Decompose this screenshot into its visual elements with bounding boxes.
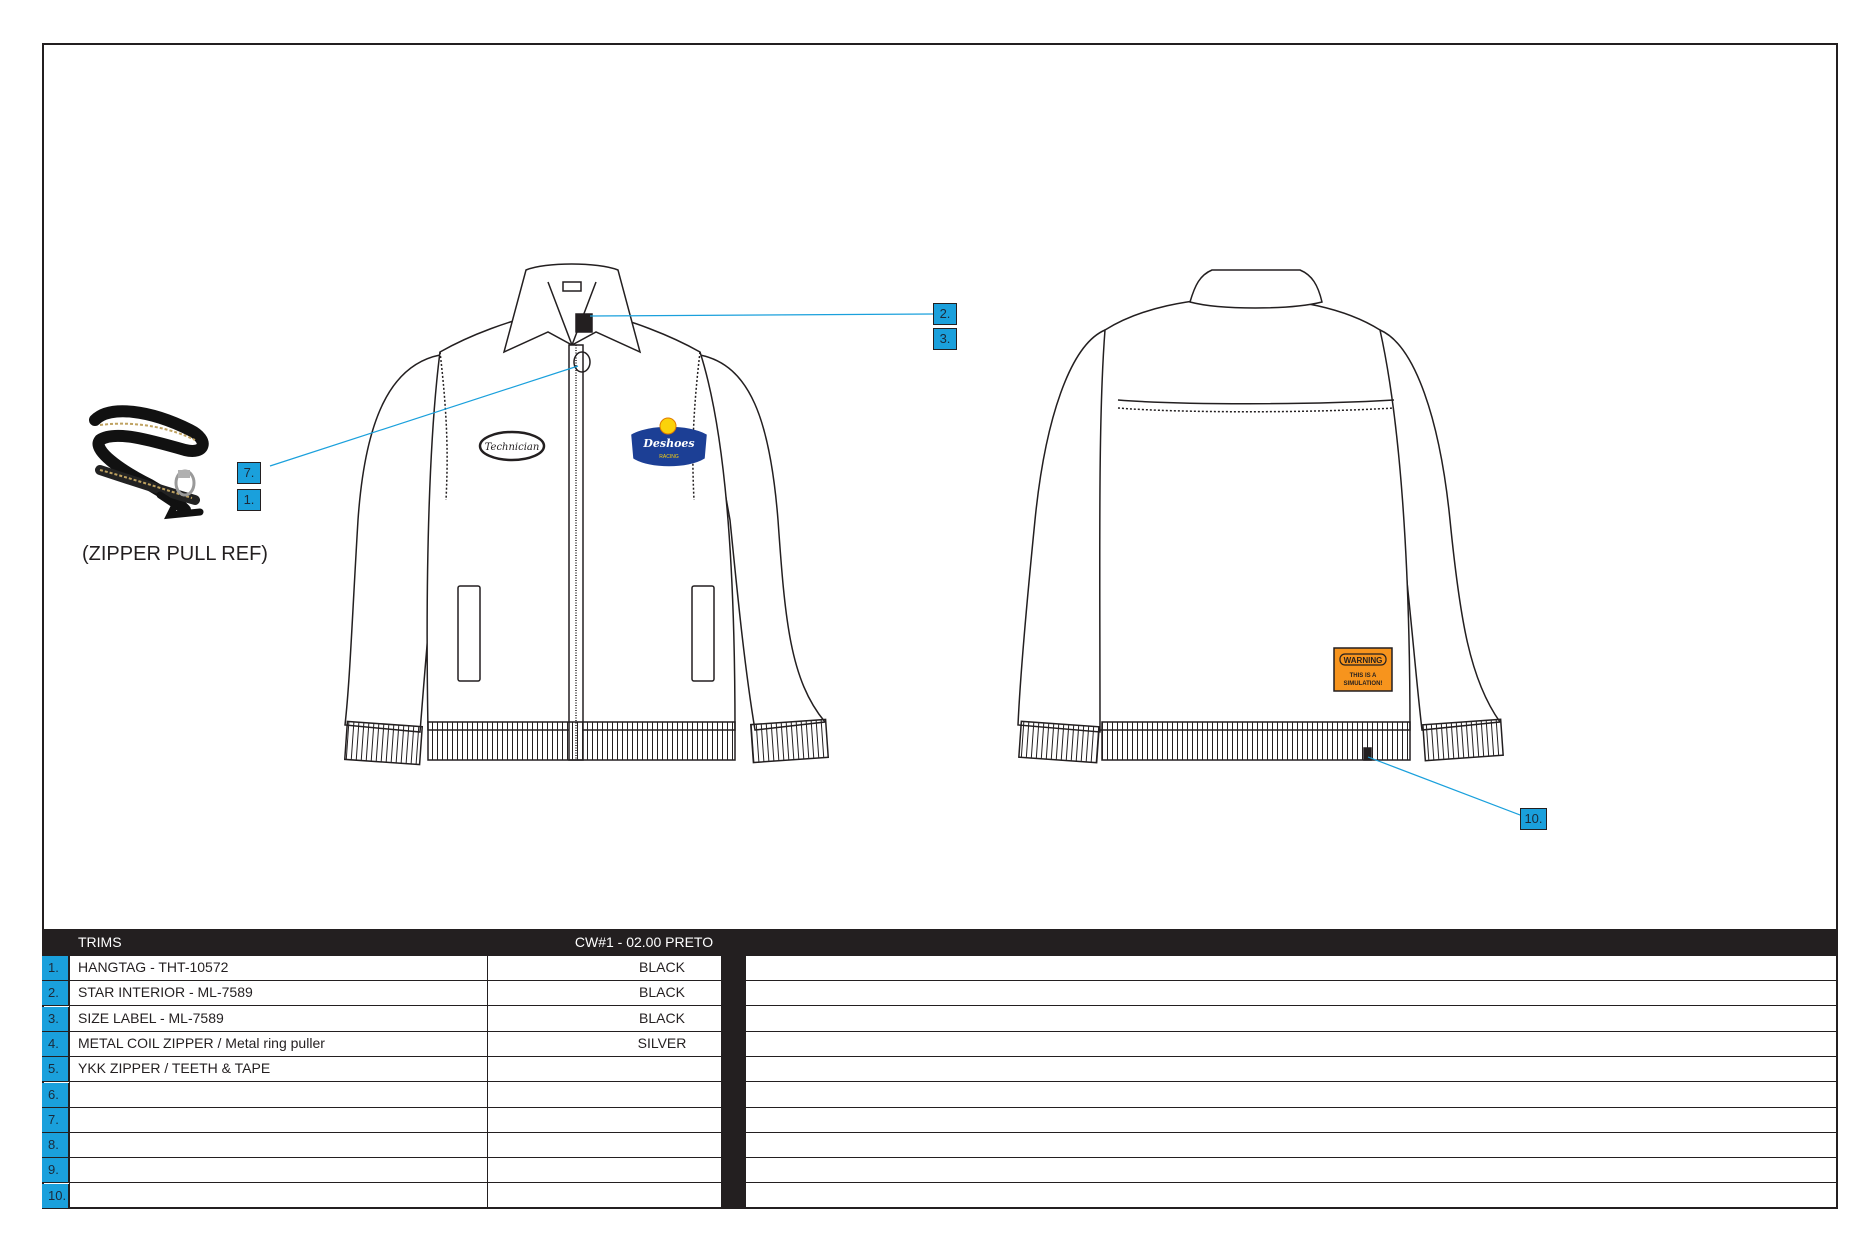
table-row: 9.	[42, 1158, 1838, 1184]
row-description: METAL COIL ZIPPER / Metal ring puller	[78, 1034, 325, 1051]
table-row: 10.	[42, 1183, 1838, 1209]
table-row: 6.	[42, 1082, 1838, 1108]
row-description: SIZE LABEL - ML-7589	[78, 1009, 224, 1026]
row-number: 1.	[42, 956, 69, 980]
row-description: YKK ZIPPER / TEETH & TAPE	[78, 1060, 271, 1077]
table-row: 2. STAR INTERIOR - ML-7589 BLACK	[42, 981, 1838, 1007]
table-divider-desc	[487, 956, 488, 1209]
row-color: SILVER	[637, 1034, 687, 1051]
row-number: 7.	[42, 1107, 69, 1132]
front-jacket-flat	[343, 263, 830, 766]
table-row: 1. HANGTAG - THT-10572 BLACK	[42, 956, 1838, 981]
row-number: 8.	[42, 1133, 69, 1158]
callout-leader-lines	[269, 313, 1529, 819]
table-row: 4. METAL COIL ZIPPER / Metal ring puller…	[42, 1031, 1838, 1057]
row-number: 4.	[42, 1031, 69, 1056]
trims-table-header: TRIMS CW#1 - 02.00 PRETO	[42, 929, 1838, 956]
callout-badge-2: 2.	[933, 303, 957, 325]
header-colorway: CW#1 - 02.00 PRETO	[574, 934, 714, 950]
callout-badge-10: 10.	[1520, 808, 1547, 830]
warning-patch-title: WARNING	[1344, 656, 1383, 665]
back-jacket-flat	[1017, 269, 1504, 764]
table-row: 8.	[42, 1133, 1838, 1159]
row-number: 6.	[42, 1082, 69, 1107]
name-patch-text: Technician	[485, 442, 540, 453]
callout-badge-1: 1.	[237, 489, 261, 511]
row-number: 5.	[42, 1057, 69, 1082]
table-row: 5. YKK ZIPPER / TEETH & TAPE	[42, 1057, 1838, 1083]
row-description: STAR INTERIOR - ML-7589	[78, 984, 253, 1001]
logo-patch-subtext: RACING	[659, 454, 679, 460]
callout-badge-7: 7.	[237, 462, 261, 484]
callout-badge-3: 3.	[933, 328, 957, 350]
warning-patch-line1: THIS IS A	[1350, 673, 1377, 679]
table-divider-num	[69, 956, 70, 1209]
zipper-pull-caption: (ZIPPER PULL REF)	[82, 543, 268, 565]
warning-patch-line2: SIMULATION!	[1344, 681, 1383, 687]
header-trims: TRIMS	[78, 934, 122, 950]
trims-table: TRIMS CW#1 - 02.00 PRETO 1. HANGTAG - THT…	[42, 929, 1838, 1209]
table-black-column	[721, 956, 746, 1209]
row-number: 9.	[42, 1158, 69, 1183]
table-row: 3. SIZE LABEL - ML-7589 BLACK	[42, 1006, 1838, 1032]
row-number: 10.	[42, 1183, 69, 1208]
row-number: 3.	[42, 1006, 69, 1031]
row-color: BLACK	[639, 1009, 685, 1026]
logo-patch-text: Deshoes	[642, 437, 694, 450]
row-color: BLACK	[639, 984, 685, 1001]
row-number: 2.	[42, 981, 69, 1006]
row-description: HANGTAG - THT-10572	[78, 959, 229, 975]
zipper-pull-ref-image	[89, 405, 209, 520]
table-row: 7.	[42, 1107, 1838, 1133]
row-color: BLACK	[639, 959, 685, 975]
